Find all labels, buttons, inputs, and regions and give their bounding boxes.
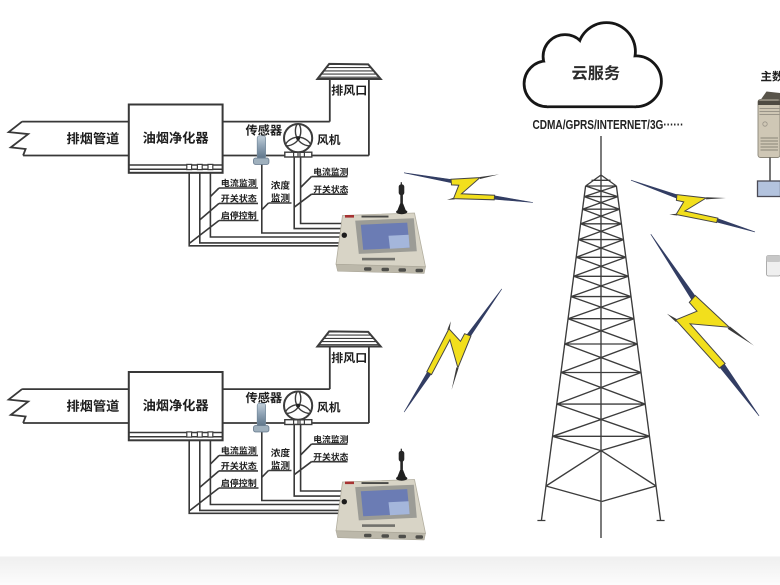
svg-text:CDMA/GPRS/INTERNET/3G······: CDMA/GPRS/INTERNET/3G······: [533, 117, 684, 132]
